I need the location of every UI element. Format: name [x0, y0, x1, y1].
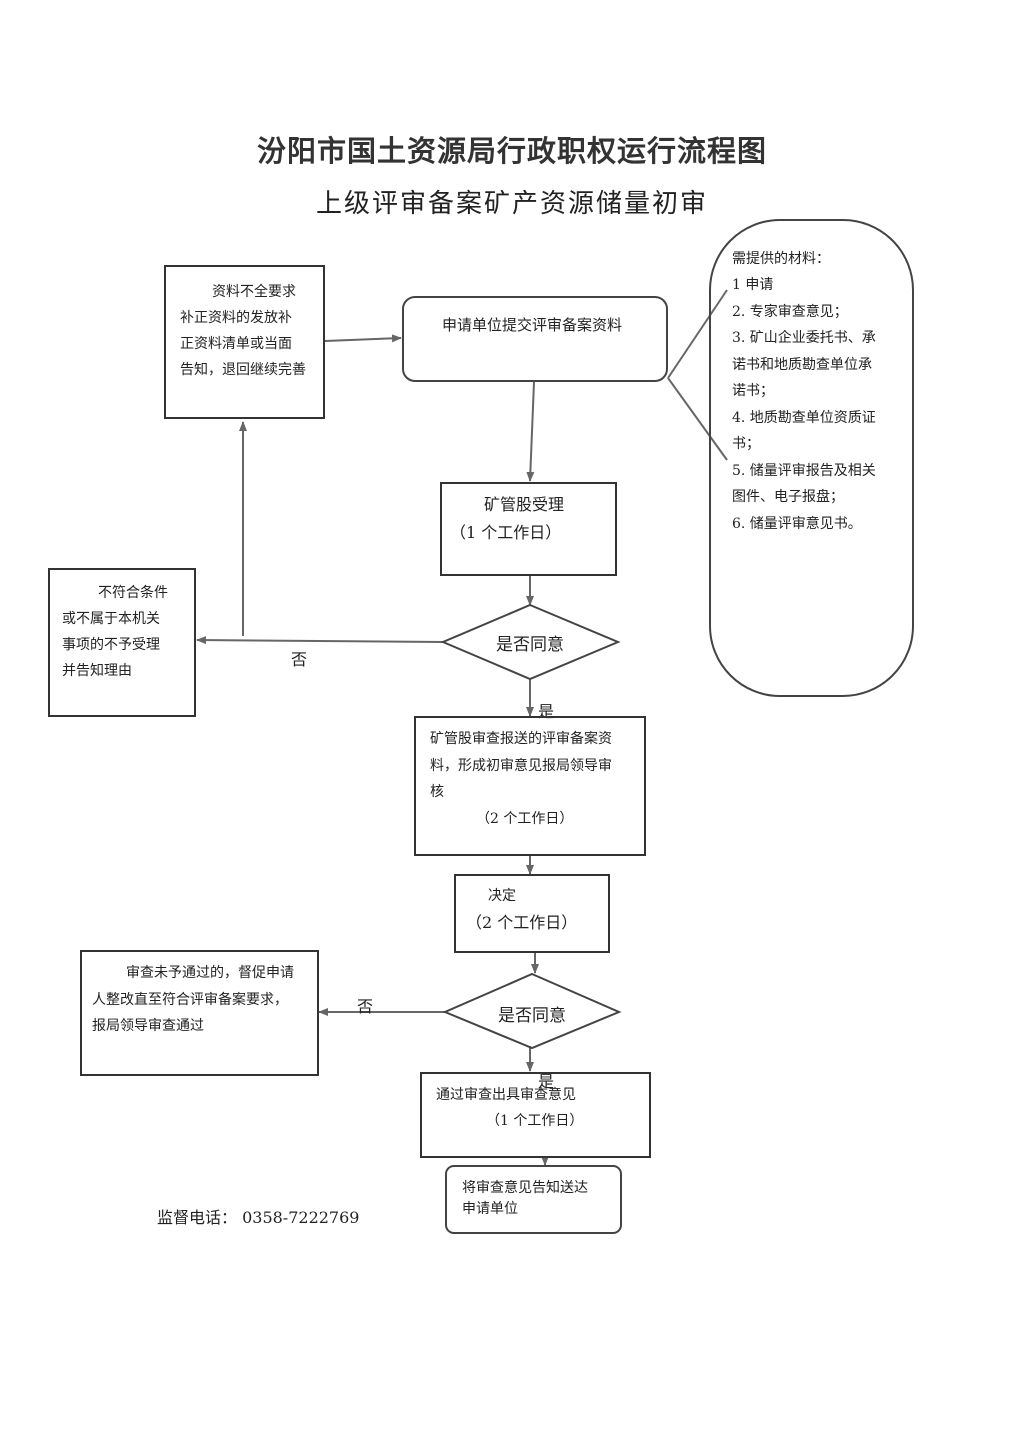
supplement-line: 补正资料的发放补 [180, 310, 292, 326]
accept-line: 矿管股受理 [484, 495, 565, 514]
no-label-1: 否 [291, 650, 308, 669]
submit-box [402, 296, 668, 382]
pass-line: （1 个工作日） [486, 1113, 584, 1129]
reject-line: 并告知理由 [62, 663, 132, 679]
materials-item: 图件、电子报盘； [732, 489, 844, 505]
fail-line: 人整改直至符合评审备案要求， [92, 992, 288, 1008]
supplement-line: 告知，退回继续完善 [180, 362, 306, 378]
pass-line: 通过审查出具审查意见 [436, 1087, 576, 1103]
accept-line: （1 个工作日） [450, 523, 562, 542]
supplement-line: 资料不全要求 [212, 284, 296, 300]
fail-box: 审查未予通过的，督促申请 人整改直至符合评审备案要求， 报局领导审查通过 [80, 950, 319, 1076]
materials-item: 诺书； [732, 383, 774, 399]
materials-item: 4. 地质勘查单位资质证 [732, 410, 876, 426]
supplement-box: 资料不全要求 补正资料的发放补 正资料清单或当面 告知，退回继续完善 [164, 265, 325, 419]
accept-box: 矿管股受理 （1 个工作日） [440, 482, 617, 576]
materials-item: 诺书和地质勘查单位承 [732, 357, 872, 373]
page-subtitle: 上级评审备案矿产资源储量初审 [315, 189, 708, 219]
materials-item: 6. 储量评审意见书。 [732, 516, 862, 532]
notify-line: 将审查意见告知送达 [462, 1180, 588, 1196]
materials-item: 书； [732, 436, 760, 452]
review-line: （2 个工作日） [476, 811, 574, 827]
decide-box: 决定 （2 个工作日） [454, 874, 610, 953]
materials-item: 1 申请 [732, 277, 774, 293]
decision-diamond-1 [440, 603, 621, 681]
reject-line: 事项的不予受理 [62, 637, 160, 653]
review-box: 矿管股审查报送的评审备案资 料，形成初审意见报局领导审 核 （2 个工作日） [414, 716, 646, 856]
submit-label: 申请单位提交评审备案资料 [442, 316, 623, 334]
fail-line: 报局领导审查通过 [92, 1018, 204, 1034]
no-label-2: 否 [357, 997, 374, 1016]
reject-line: 或不属于本机关 [62, 611, 160, 627]
callout-line-bottom [667, 377, 728, 461]
reject-box: 不符合条件 或不属于本机关 事项的不予受理 并告知理由 [48, 568, 196, 717]
supervision-phone: 监督电话： 0358-7222769 [157, 1208, 360, 1227]
page-title: 汾阳市国土资源局行政职权运行流程图 [256, 134, 767, 168]
materials-item: 5. 储量评审报告及相关 [732, 463, 876, 479]
review-line: 核 [430, 784, 444, 800]
materials-item: 3. 矿山企业委托书、承 [732, 330, 876, 346]
arrow-submit-to-accept [526, 381, 535, 482]
materials-heading: 需提供的材料： [732, 251, 830, 267]
materials-item: 2. 专家审查意见； [732, 304, 848, 320]
arrow-supplement-to-submit [324, 334, 402, 343]
yes-label-2: 是 [538, 1072, 555, 1091]
decision-1-label: 是否同意 [496, 635, 564, 655]
callout-line-top [667, 289, 728, 379]
reject-line: 不符合条件 [98, 585, 168, 601]
review-line: 矿管股审查报送的评审备案资 [430, 731, 612, 747]
notify-line: 申请单位 [462, 1201, 518, 1217]
arrow-decision1-no [196, 636, 444, 645]
pass-box: 通过审查出具审查意见 （1 个工作日） [420, 1072, 651, 1158]
decide-line: 决定 [488, 888, 516, 904]
supplement-line: 正资料清单或当面 [180, 336, 292, 352]
decision-diamond-2 [442, 972, 622, 1050]
decision-2-label: 是否同意 [498, 1006, 566, 1026]
review-line: 料，形成初审意见报局领导审 [430, 758, 612, 774]
fail-line: 审查未予通过的，督促申请 [126, 965, 294, 981]
decide-line: （2 个工作日） [466, 913, 578, 932]
notify-box [445, 1165, 622, 1234]
materials-bubble [709, 219, 914, 697]
